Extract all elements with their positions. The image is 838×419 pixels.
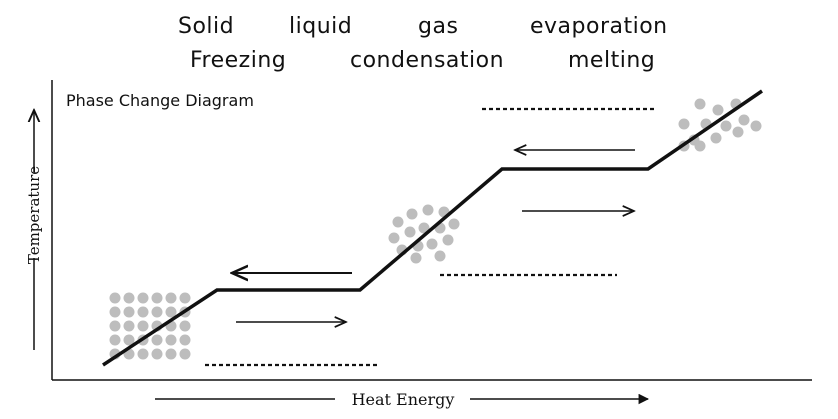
word-condensation: condensation xyxy=(350,48,505,73)
word-bank-row-1: Solid liquid gas evaporation xyxy=(0,14,838,44)
word-liquid: liquid xyxy=(289,14,353,39)
gas-particles xyxy=(678,98,762,152)
heating-curve xyxy=(102,89,763,367)
y-axis-label-group: Temperature xyxy=(25,110,43,350)
diagram-title: Phase Change Diagram xyxy=(66,91,254,110)
word-gas: gas xyxy=(418,14,459,39)
word-solid: Solid xyxy=(178,14,235,39)
x-axis-label: Heat Energy xyxy=(352,390,455,409)
y-axis-label: Temperature xyxy=(25,166,43,264)
word-melting: melting xyxy=(568,48,656,73)
solid-particles xyxy=(109,292,191,360)
word-freezing: Freezing xyxy=(190,48,287,73)
word-evaporation: evaporation xyxy=(530,14,668,39)
word-bank-row-2: Freezing condensation melting xyxy=(0,48,838,78)
x-axis-label-group: Heat Energy xyxy=(155,390,650,409)
